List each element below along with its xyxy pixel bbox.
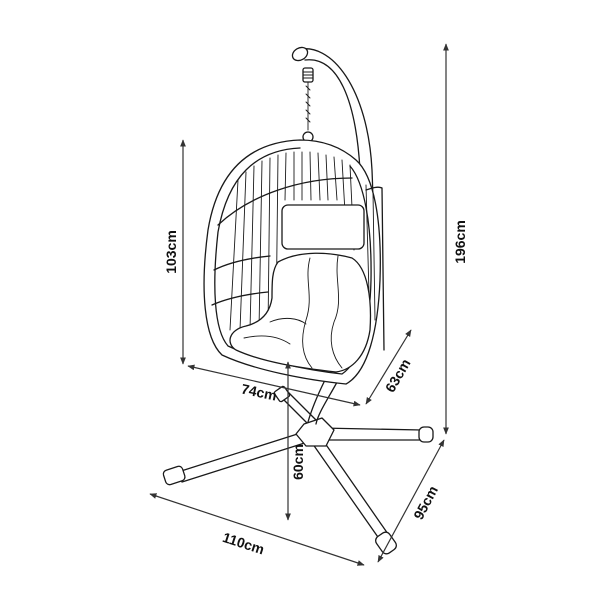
label-basket-height: 103cm — [163, 230, 179, 274]
dimension-total-height: 196cm — [443, 43, 468, 435]
dimension-basket-depth: 63cm — [365, 329, 414, 405]
dimension-base-width: 110cm — [149, 493, 365, 566]
label-total-height: 196cm — [452, 220, 468, 264]
dimension-basket-width: 74cm — [187, 364, 361, 407]
label-seat-height: 60cm — [290, 444, 306, 480]
leg-end-cap-left — [162, 465, 186, 486]
headrest-pillow — [281, 204, 365, 250]
wicker-egg-basket — [203, 139, 385, 385]
label-basket-depth: 63cm — [382, 356, 414, 395]
leg-end-cap-right — [418, 426, 434, 443]
label-basket-width: 74cm — [240, 381, 278, 404]
label-base-width: 110cm — [221, 529, 267, 557]
label-base-depth: 95cm — [410, 483, 441, 522]
spring-and-chain — [302, 67, 314, 143]
dimension-basket-height: 103cm — [163, 139, 186, 365]
dimension-base-depth: 95cm — [377, 439, 445, 563]
